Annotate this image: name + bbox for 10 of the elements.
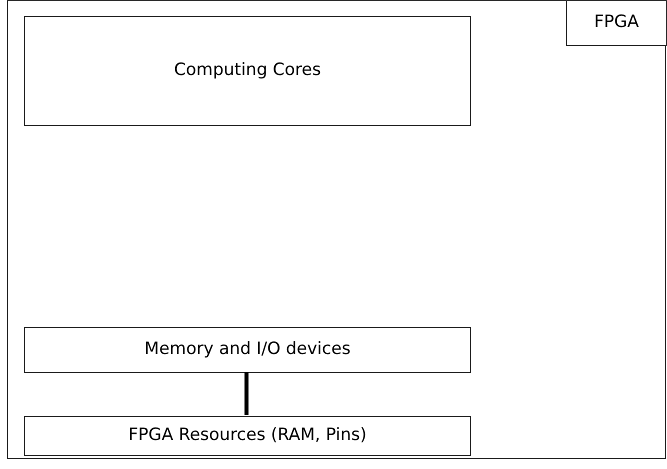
tag-box [566, 0, 667, 46]
block-label: Computing Cores [174, 59, 321, 82]
container-box [7, 0, 666, 459]
block-label: Memory and I/O devices [144, 338, 351, 362]
block-label: FPGA Resources (RAM, Pins) [128, 424, 367, 448]
block-label: FPGA [594, 11, 639, 34]
block-box [24, 327, 471, 373]
block-box [24, 416, 471, 456]
connector-line [244, 372, 248, 415]
block-box [24, 16, 471, 126]
